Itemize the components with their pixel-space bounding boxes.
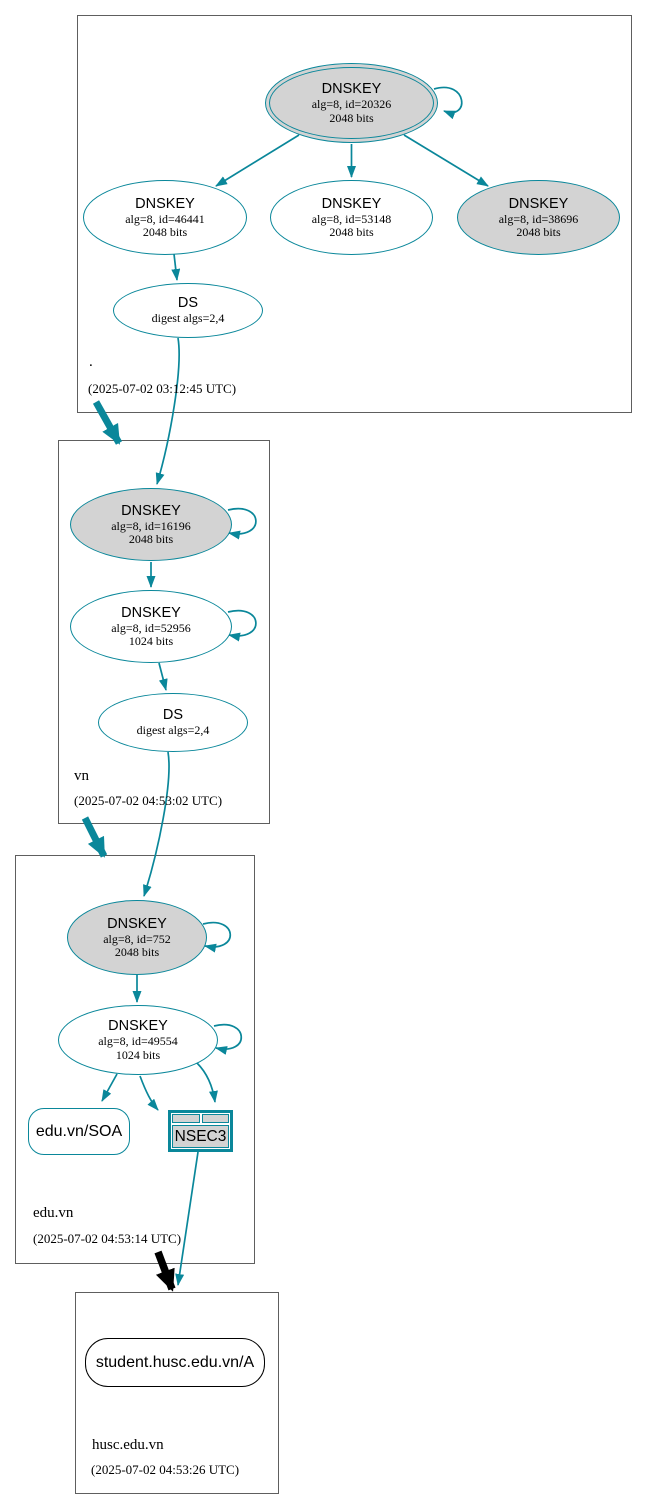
zone-box-edu-vn: [15, 855, 255, 1264]
nsec3-record-cells: [172, 1114, 229, 1123]
node-title: DNSKEY: [321, 81, 382, 97]
zone-timestamp-husc-edu-vn: (2025-07-02 04:53:26 UTC): [91, 1462, 240, 1477]
node-title: DNSKEY: [121, 604, 181, 621]
node-detail-alg-id: alg=8, id=38696: [498, 211, 579, 226]
node-detail-alg-id: alg=8, id=53148: [311, 211, 392, 226]
delegation-arrow-root-to-vn: [92, 400, 123, 445]
zone-timestamp-edu-vn: (2025-07-02 04:53:14 UTC): [33, 1231, 182, 1246]
dnskey-root-zsk-46441[interactable]: DNSKEY alg=8, id=46441 2048 bits: [83, 180, 247, 255]
zone-box-husc-edu-vn: [75, 1292, 279, 1494]
nsec3-label: NSEC3: [172, 1125, 229, 1148]
edge-root-ksk-selfsign: [433, 86, 463, 120]
dnskey-root-ksk-20326[interactable]: DNSKEY alg=8, id=20326 2048 bits: [265, 63, 438, 143]
edge-edu-zsk-selfsign: [213, 1023, 243, 1055]
node-detail-bits: 2048 bits: [142, 225, 188, 239]
edge-edu-zsk-to-nsec3-right: [196, 1062, 218, 1103]
dnskey-vn-zsk-52956[interactable]: DNSKEY alg=8, id=52956 1024 bits: [70, 590, 232, 663]
zone-name-husc-edu-vn: husc.edu.vn: [92, 1437, 164, 1453]
zone-name-root: .: [89, 354, 93, 370]
dnskey-edu-vn-ksk-752[interactable]: DNSKEY alg=8, id=752 2048 bits: [67, 900, 207, 975]
zone-name-edu-vn: edu.vn: [33, 1205, 74, 1221]
node-title: DNSKEY: [107, 915, 167, 932]
node-detail-alg-id: alg=8, id=752: [103, 931, 171, 946]
ds-vn[interactable]: DS digest algs=2,4: [98, 693, 248, 752]
node-detail-bits: 2048 bits: [516, 225, 561, 239]
dnskey-root-zsk-53148[interactable]: DNSKEY alg=8, id=53148 2048 bits: [270, 180, 433, 255]
rrset-label: student.husc.edu.vn/A: [95, 1353, 255, 1371]
node-title: DS: [162, 707, 184, 724]
edge-root-ksk-to-zsk-46441: [215, 134, 300, 187]
dnskey-edu-vn-zsk-49554[interactable]: DNSKEY alg=8, id=49554 1024 bits: [58, 1005, 218, 1075]
node-title: DNSKEY: [108, 1018, 168, 1034]
edge-zsk-46441-to-ds-root: [171, 253, 181, 281]
zone-box-vn: [58, 440, 270, 824]
nsec3-node[interactable]: NSEC3: [168, 1110, 233, 1152]
node-detail-digest: digest algs=2,4: [136, 723, 210, 738]
node-detail-bits: 2048 bits: [329, 225, 374, 239]
node-detail-alg-id: alg=8, id=20326: [311, 97, 392, 111]
edge-ds-root-to-vn-ksk: [155, 337, 180, 485]
node-title: DS: [177, 295, 199, 312]
node-detail-alg-id: alg=8, id=16196: [111, 518, 191, 533]
rrset-label: edu.vn/SOA: [35, 1122, 123, 1140]
rrset-student-husc-edu-vn-a[interactable]: student.husc.edu.vn/A: [85, 1338, 265, 1387]
node-title: DNSKEY: [321, 195, 382, 212]
edge-edu-ksk-selfsign: [202, 921, 232, 953]
node-detail-alg-id: alg=8, id=49554: [98, 1034, 178, 1048]
edge-edu-zsk-to-nsec3-left: [139, 1075, 159, 1111]
node-detail-bits: 1024 bits: [128, 634, 174, 648]
zone-timestamp-root: (2025-07-02 03:12:45 UTC): [88, 381, 237, 396]
node-title: DNSKEY: [121, 502, 181, 519]
node-detail-alg-id: alg=8, id=46441: [125, 211, 205, 226]
dnskey-root-ksk-38696[interactable]: DNSKEY alg=8, id=38696 2048 bits: [457, 180, 620, 255]
node-title: DNSKEY: [135, 195, 195, 212]
edge-nsec3-to-husc-zone: [175, 1151, 199, 1286]
zone-timestamp-vn: (2025-07-02 04:53:02 UTC): [74, 793, 223, 808]
edge-ds-vn-to-edu-ksk: [143, 751, 170, 897]
delegation-arrow-edu-vn-to-husc-insecure: [154, 1250, 176, 1292]
rrset-edu-vn-soa[interactable]: edu.vn/SOA: [28, 1108, 130, 1155]
zone-box-root: [77, 15, 632, 413]
delegation-arrow-vn-to-edu-vn: [81, 816, 108, 858]
edge-root-ksk-to-ksk-38696: [403, 134, 489, 187]
node-detail-bits: 2048 bits: [114, 945, 160, 959]
edge-edu-zsk-to-soa: [101, 1073, 118, 1102]
nsec3-cell-1: [172, 1114, 200, 1123]
edge-vn-ksk-selfsign: [227, 507, 257, 540]
edge-vn-zsk-selfsign: [227, 609, 257, 642]
node-detail-digest: digest algs=2,4: [151, 311, 225, 326]
nsec3-cell-2: [201, 1114, 229, 1123]
node-title: DNSKEY: [508, 195, 569, 212]
ds-root[interactable]: DS digest algs=2,4: [113, 283, 263, 338]
dnskey-vn-ksk-16196[interactable]: DNSKEY alg=8, id=16196 2048 bits: [70, 488, 232, 561]
node-detail-bits: 2048 bits: [128, 532, 174, 546]
node-detail-bits: 2048 bits: [329, 110, 374, 125]
edge-vn-zsk-to-ds: [158, 662, 168, 691]
zone-name-vn: vn: [74, 768, 89, 784]
node-detail-alg-id: alg=8, id=52956: [111, 620, 191, 635]
node-detail-bits: 1024 bits: [115, 1047, 161, 1062]
